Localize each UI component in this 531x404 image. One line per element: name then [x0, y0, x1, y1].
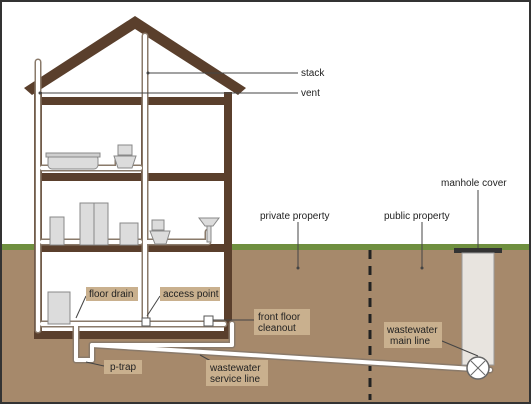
private-property-dot: [296, 266, 300, 270]
access-point-tag: access point: [160, 287, 220, 301]
p-trap-pipe: [74, 322, 234, 362]
toilet-main-icon: [149, 219, 171, 245]
access-point-label: access point: [163, 289, 219, 300]
main-line-label-1: wastewater: [386, 325, 438, 336]
vent-label: vent: [301, 88, 320, 99]
water-heater-icon: [47, 291, 71, 325]
stack-dot: [146, 71, 150, 75]
sink-icon: [198, 217, 220, 243]
manhole-cover-label: manhole cover: [441, 178, 507, 189]
stack-label: stack: [301, 68, 325, 79]
public-property-dot: [420, 266, 424, 270]
access-point-cap: [141, 317, 151, 327]
upper-room-right: [147, 105, 224, 173]
wastewater-main-line-tag: wastewater main line: [384, 322, 442, 348]
front-floor-label-2: cleanout: [258, 323, 296, 334]
service-line-label-2: service line: [210, 374, 260, 385]
service-line-pipe: [90, 343, 492, 372]
main-line-label-2: main line: [390, 336, 430, 347]
grass-strip: [2, 244, 529, 250]
floor-drain-tag: floor drain: [86, 287, 138, 301]
house-roof: [24, 16, 246, 95]
private-property-label: private property: [260, 211, 329, 222]
p-trap-label: p-trap: [110, 362, 137, 373]
p-trap-tag: p-trap: [104, 360, 142, 374]
front-floor-label-1: front floor: [258, 312, 301, 323]
public-property-label: public property: [384, 211, 450, 222]
service-line-label-1: wastewater: [209, 363, 261, 374]
washing-machine-icon: [49, 216, 65, 246]
front-floor-cleanout-cap: [203, 315, 214, 327]
vent-dot: [38, 91, 42, 95]
front-floor-cleanout-tag: front floor cleanout: [254, 309, 310, 335]
floor-drain-label: floor drain: [89, 289, 133, 300]
toilet-upper-icon: [113, 144, 137, 169]
bathtub-icon: [45, 152, 101, 170]
dishwasher-icon: [119, 222, 139, 246]
manhole: [454, 248, 502, 380]
refrigerator-icon: [79, 202, 109, 246]
wastewater-service-line-tag: wastewater service line: [206, 360, 268, 386]
